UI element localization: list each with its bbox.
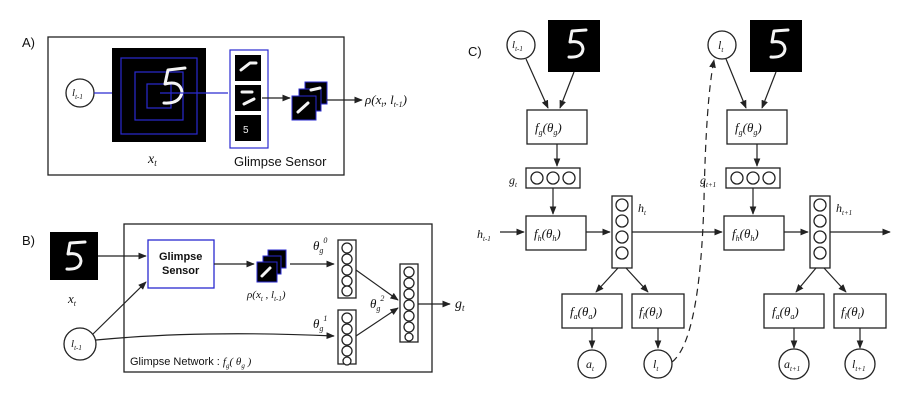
panel-c-arrow-ht1-to-fa — [795, 267, 817, 293]
panel-c-digit-image-right — [750, 20, 802, 72]
panel-c-ht-column — [611, 195, 633, 269]
panel-c-fl-right-label: fl(θl) — [841, 304, 864, 321]
panel-b-label: B) — [22, 233, 35, 248]
panel-c: C) lt-1 fg(θg) gt ht-1 fh(θh) — [468, 20, 891, 380]
panel-c-arrow-ht1-to-fl — [823, 267, 847, 293]
panel-c-fh-right-label: fh(θh) — [732, 226, 759, 243]
panel-c-gt1-label: gt+1 — [700, 173, 716, 189]
panel-c-lt-top-label: lt — [718, 38, 724, 54]
panel-c-fl-left-label: fl(θl) — [639, 304, 662, 321]
panel-b-arrow-loc-to-sensor — [92, 281, 147, 335]
panel-c-fa-right-box — [763, 293, 825, 329]
panel-b-sensor-line2: Sensor — [162, 265, 200, 277]
panel-c-lprev-label: lt-1 — [512, 39, 523, 53]
panel-b-digit-image — [50, 232, 98, 280]
panel-b-theta1-column — [337, 309, 357, 366]
panel-b-theta2-column — [399, 263, 419, 343]
panel-b-sensor-box — [147, 239, 215, 289]
panel-c-ht1-column — [809, 195, 831, 269]
panel-c-lt-bottom-circle — [643, 349, 673, 379]
panel-b-theta2-label: θg2 — [370, 294, 384, 313]
panel-c-fh-right-box — [723, 215, 785, 251]
panel-a: A) lt-1 xt 5 — [22, 35, 407, 176]
panel-c-gt-vector — [525, 167, 581, 189]
panel-c-fa-left-label: fa(θa) — [570, 304, 597, 321]
panel-c-arrow-ht-to-fl — [625, 267, 649, 293]
panel-c-fa-right-label: fa(θa) — [772, 304, 799, 321]
panel-b-rho-label: ρ(xt , lt-1) — [246, 289, 286, 303]
panel-c-lt-top-circle — [707, 30, 737, 60]
panel-c-at1-circle — [778, 348, 810, 380]
panel-c-arrow-lprev-to-fg — [525, 58, 549, 109]
panel-c-fl-left-box — [631, 293, 685, 329]
panel-a-sensor-caption: Glimpse Sensor — [234, 154, 327, 169]
panel-b-theta1-label: θg1 — [313, 314, 327, 333]
panel-a-glimpse-column: 5 — [229, 49, 269, 149]
panel-a-loc-label: lt-1 — [72, 87, 83, 101]
panel-c-lt1-circle — [844, 348, 876, 380]
panel-b-network-caption: Glimpse Network : fg( θg ) — [130, 356, 252, 370]
panel-c-arrow-image-to-fg-right — [761, 71, 777, 109]
svg-text:5: 5 — [243, 125, 249, 136]
panel-c-digit-image-left — [548, 20, 600, 72]
panel-b-output-label: gt — [455, 297, 465, 313]
panel-c-arrow-lt-to-fg-right — [725, 58, 747, 109]
panel-c-lt1-label: lt+1 — [852, 357, 866, 373]
panel-c-ht1-label: ht+1 — [836, 201, 852, 217]
panel-c-fl-right-box — [833, 293, 887, 329]
panel-b: B) xt lt-1 Glimpse Sensor ρ(xt , lt-1) θ… — [22, 223, 465, 373]
panel-c-lprev-circle — [506, 30, 536, 60]
panel-b-glimpse-stack — [256, 249, 287, 283]
panel-c-at-label: at — [586, 357, 595, 373]
panel-c-arrow-ht-to-fa — [595, 267, 619, 293]
panel-c-dashed-feedback-arrow — [671, 59, 716, 363]
panel-c-lt-bottom-label: lt — [653, 357, 659, 373]
panel-b-arrow-loc-to-theta1 — [95, 332, 335, 341]
panel-c-label: C) — [468, 44, 482, 59]
panel-c-gt1-vector — [725, 167, 781, 189]
panel-c-fg-left-box — [526, 109, 588, 145]
panel-b-arrow-theta0-to-theta2 — [355, 269, 399, 301]
panel-c-fg-right-label: fg(θg) — [735, 120, 762, 137]
panel-b-loc-circle — [63, 327, 97, 361]
panel-b-sensor-line1: Glimpse — [159, 251, 202, 263]
panel-c-fh-left-box — [525, 215, 587, 251]
panel-c-arrow-image-to-fg-left — [559, 71, 575, 109]
panel-a-output-label: ρ(xt, lt-1) — [364, 92, 407, 109]
panel-a-digit-image — [112, 48, 206, 142]
panel-b-arrow-theta1-to-theta2 — [355, 307, 399, 337]
panel-c-gt-label: gt — [509, 173, 518, 189]
panel-c-fa-left-box — [561, 293, 623, 329]
panel-c-fg-left-label: fg(θg) — [535, 120, 562, 137]
panel-c-at1-label: at+1 — [784, 357, 800, 373]
panel-c-ht-label: ht — [638, 201, 647, 217]
panel-b-theta0-label: θg0 — [313, 236, 327, 255]
panel-a-glimpse-stack — [291, 81, 328, 121]
panel-b-loc-label: lt-1 — [71, 338, 82, 352]
panel-c-at-circle — [577, 349, 607, 379]
panel-a-image-label: xt — [147, 152, 157, 168]
panel-b-theta0-column — [337, 239, 357, 299]
panel-b-image-label: xt — [67, 291, 77, 308]
panel-a-label: A) — [22, 35, 35, 50]
panel-c-hprev-label: ht-1 — [477, 227, 491, 243]
panel-c-fh-left-label: fh(θh) — [534, 226, 561, 243]
